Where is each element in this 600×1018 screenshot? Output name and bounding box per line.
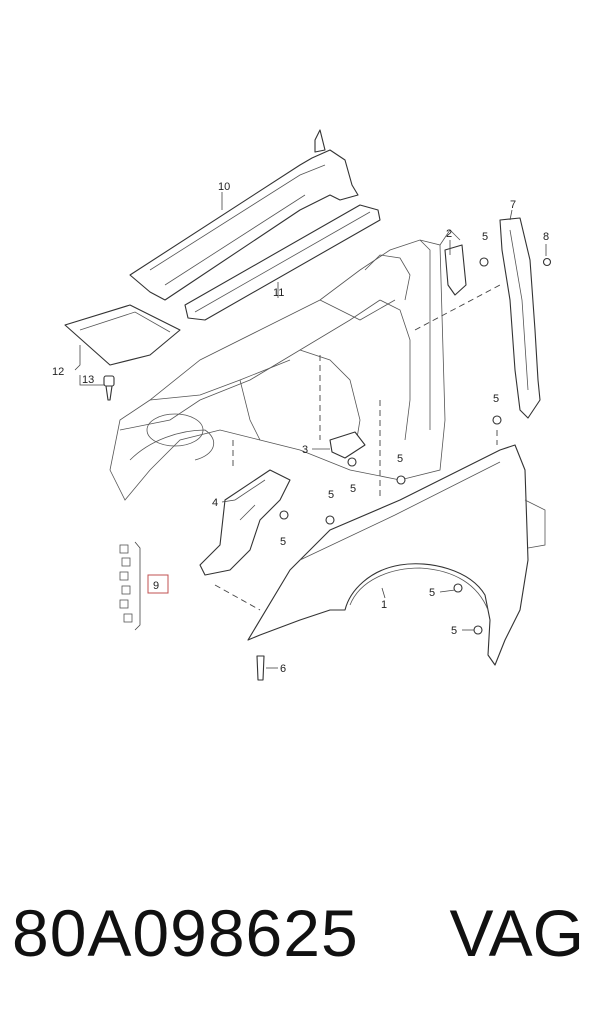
part-12-side-panel	[64, 304, 181, 366]
part-4-support-bracket	[199, 469, 291, 576]
callout-12: 12	[52, 366, 64, 378]
leader-lines	[74, 192, 547, 669]
callout-13: 13	[82, 374, 94, 386]
brand-name: VAG	[449, 896, 584, 970]
part-7-side-trim	[499, 217, 541, 419]
body-structure	[109, 229, 461, 501]
callout-1: 1	[381, 599, 387, 611]
callout-3: 3	[302, 444, 308, 456]
part-13-clip	[103, 375, 115, 401]
callout-8: 8	[543, 231, 549, 243]
callout-5-c: 5	[350, 483, 356, 495]
callout-9: 9	[153, 580, 159, 592]
callout-5-e: 5	[328, 489, 334, 501]
callout-5-h: 5	[451, 625, 457, 637]
part-number: 80A098625	[12, 896, 359, 970]
callout-10: 10	[218, 181, 230, 193]
callout-6: 6	[280, 663, 286, 675]
callout-5-b: 5	[493, 393, 499, 405]
screws	[256, 257, 552, 681]
assembly-lines	[214, 284, 501, 611]
callout-11: 11	[273, 287, 284, 299]
part-3-bracket	[329, 431, 366, 459]
callout-5-g: 5	[429, 587, 435, 599]
callouts: 10 11 12 13 2 5 7 8 5 3 5 5 4 5 5 9 1 5 …	[52, 181, 549, 675]
part-11-seal-strip	[184, 204, 381, 321]
callout-5-d: 5	[397, 453, 403, 465]
callout-5-a: 5	[482, 231, 488, 243]
caption-bar: 80A098625 VAG	[0, 888, 600, 978]
callout-4: 4	[212, 497, 218, 509]
callout-2: 2	[446, 228, 452, 240]
part-10-upper-cover	[129, 129, 359, 301]
part-9-fastener-kit	[119, 541, 169, 631]
callout-7: 7	[510, 199, 516, 211]
exploded-parts-diagram: 10 11 12 13 2 5 7 8 5 3 5 5 4 5 5 9 1 5 …	[52, 129, 552, 681]
callout-5-f: 5	[280, 536, 286, 548]
part-1-fender	[247, 444, 546, 666]
part-2-bracket	[444, 244, 467, 296]
